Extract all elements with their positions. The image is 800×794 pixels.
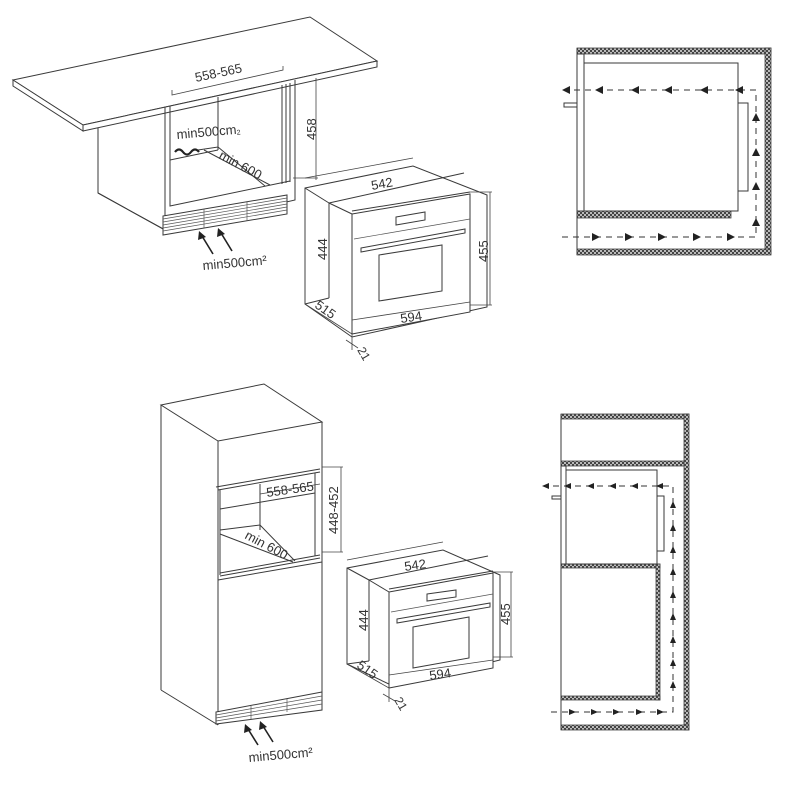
tall-flow-arrows [542, 483, 676, 715]
floor-wall [576, 248, 772, 256]
tall-width-label: 558-565 [265, 478, 314, 499]
arrow-up-icon [670, 659, 676, 666]
worktop [11, 16, 379, 132]
arrow-up-icon [244, 724, 252, 733]
tall-cabinet: 558-565 448-452 min 600 min500cm² [159, 383, 343, 765]
depth-label: min 600 [217, 147, 265, 182]
tall-door-handle [396, 602, 491, 624]
arrow-left-icon [609, 483, 616, 489]
front-height-label: 455 [476, 240, 491, 262]
arrow-right-icon [657, 709, 664, 715]
top-wall [576, 47, 772, 55]
tall-bottom-vent-label: min500cm² [248, 744, 314, 765]
arrow-right-icon [591, 709, 598, 715]
height-label: 458 [304, 118, 319, 140]
arrow-right-icon [569, 709, 576, 715]
oven-body [583, 62, 739, 212]
arrow-up-icon [670, 568, 676, 575]
tall-handle [551, 495, 562, 500]
display-panel [395, 211, 426, 226]
bottom-vent-grille [162, 194, 288, 236]
bottom-vent-label: min500cm² [202, 252, 268, 273]
arrow-right-icon [613, 709, 620, 715]
arrow-right-icon [727, 233, 735, 241]
tall-height-label: 448-452 [326, 486, 341, 534]
tall-depth-label: min 600 [243, 527, 291, 562]
arrow-left-icon [587, 483, 594, 489]
arrow-right-icon [658, 233, 666, 241]
body-height-label: 444 [315, 238, 330, 260]
arrow-left-icon [564, 483, 571, 489]
arrow-left-icon [735, 86, 743, 94]
undercounter-cabinet: 558-565 458 min 600 min500cm2 min500cm² [11, 16, 379, 273]
airflow-squiggle-icon [174, 148, 200, 156]
dimension-height: 458 [293, 78, 319, 180]
tall-front-height-label: 455 [498, 603, 513, 625]
lower-cabinet-back [655, 563, 661, 701]
tall-oven-front [560, 465, 567, 565]
arrow-left-icon [664, 86, 672, 94]
back-wall [764, 47, 772, 255]
arrow-right-icon [592, 233, 600, 241]
arrow-left-icon [631, 86, 639, 94]
arrow-up-icon [670, 591, 676, 598]
tall-top-depth-label: 542 [403, 556, 427, 574]
arrow-up-icon [752, 182, 760, 190]
arrow-left-icon [542, 483, 549, 489]
rear-vent-label: min500cm2 [176, 121, 241, 142]
lower-cabinet-top [560, 563, 661, 569]
handle [563, 102, 578, 108]
front-thickness-label: 21 [354, 345, 373, 364]
arrow-up-icon [752, 113, 760, 121]
arrow-up-icon [259, 721, 267, 730]
tall-top-wall [560, 413, 690, 420]
tall-back-wall [683, 413, 690, 731]
tall-display-panel [426, 589, 457, 602]
arrow-left-icon [700, 86, 708, 94]
tall-upper-shelf [560, 460, 685, 467]
tall-oven-window [412, 616, 470, 669]
oven-undercounter: 542 444 455 515 594 21 [304, 157, 492, 364]
arrow-up-icon [670, 636, 676, 643]
shelf-wall [576, 210, 732, 219]
arrow-up-icon [752, 218, 760, 226]
oven-tall: 542 444 455 515 594 21 [346, 541, 513, 714]
intake-arrows [198, 228, 233, 255]
arrow-up-icon [670, 546, 676, 553]
arrow-right-icon [625, 233, 633, 241]
tall-rear-vent [656, 495, 665, 552]
front-width-label: 594 [399, 308, 423, 326]
arrow-up-icon [670, 681, 676, 688]
tall-front-width-label: 594 [428, 665, 452, 683]
oven-front [576, 53, 585, 212]
top-depth-label: 542 [370, 174, 394, 193]
tall-floor-wall [560, 724, 690, 731]
arrow-left-icon [595, 86, 603, 94]
arrow-up-icon [198, 231, 206, 240]
tall-body-height-label: 444 [356, 609, 371, 631]
arrow-up-icon [670, 524, 676, 531]
door-handle [360, 228, 466, 253]
arrow-left-icon [631, 483, 638, 489]
tall-oven-body [565, 469, 658, 565]
tall-intake-arrows [244, 721, 274, 746]
arrow-up-icon [752, 148, 760, 156]
airflow-tall [542, 413, 690, 731]
rear-vent [737, 102, 749, 192]
tall-front-thickness-label: 21 [391, 695, 410, 714]
arrow-left-icon [656, 483, 663, 489]
tall-bottom-vent-grille [215, 691, 323, 725]
arrow-right-icon [636, 709, 643, 715]
airflow-undercounter [562, 47, 772, 256]
arrow-up-icon [217, 228, 225, 237]
arrow-right-icon [693, 233, 701, 241]
oven-window [378, 244, 443, 302]
lower-cabinet-bottom [560, 695, 661, 701]
flow-arrows [562, 86, 760, 241]
arrow-up-icon [670, 501, 676, 508]
arrow-up-icon [670, 613, 676, 620]
arrow-left-icon [562, 86, 570, 94]
